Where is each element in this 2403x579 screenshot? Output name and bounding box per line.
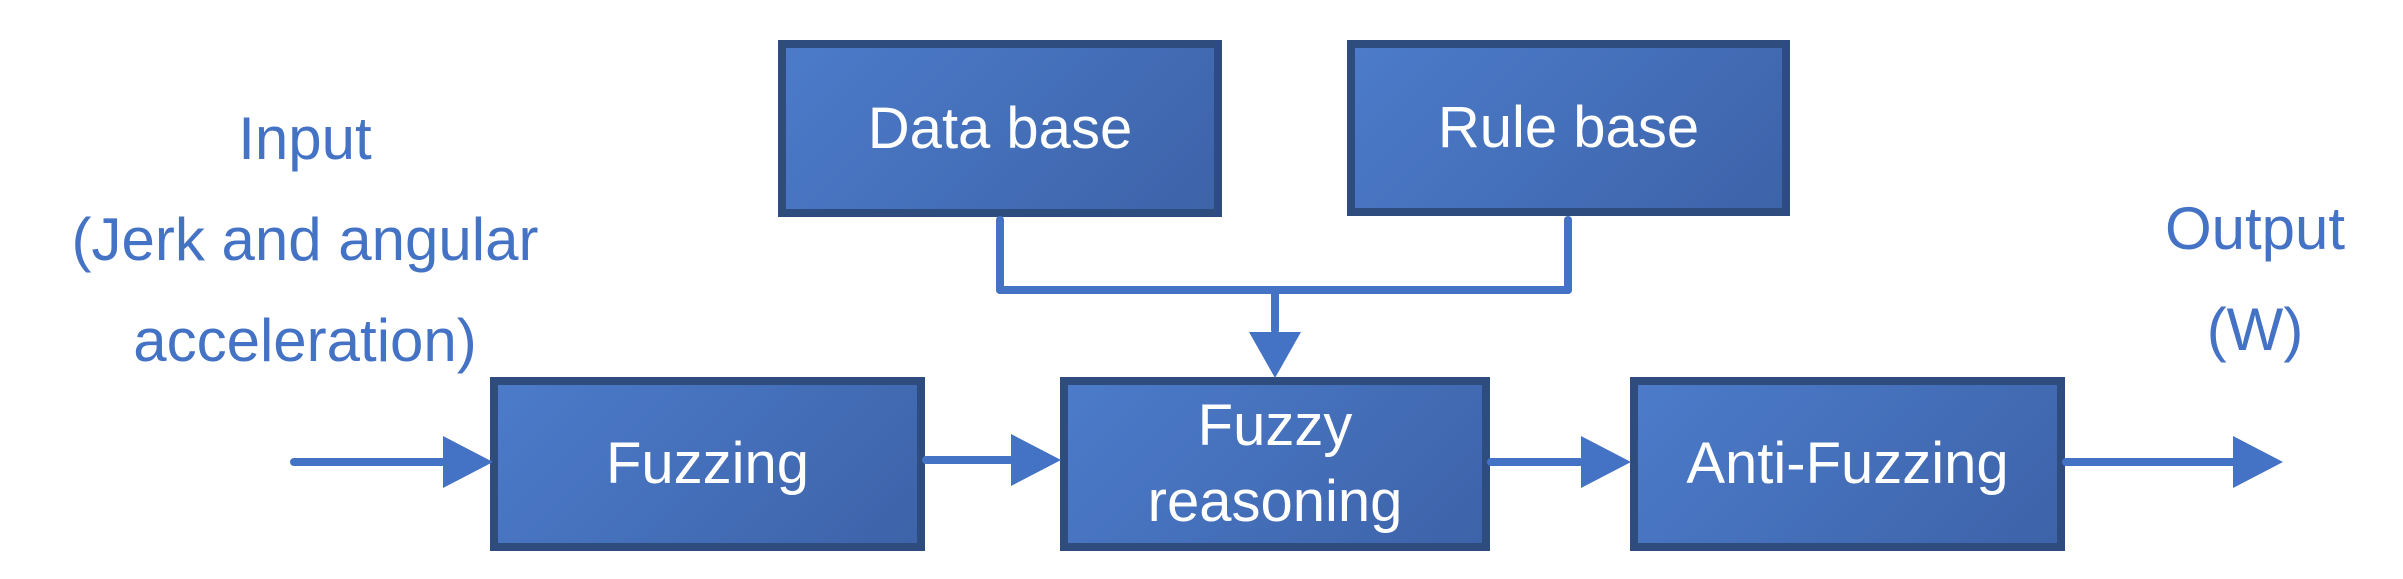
output-label-line1: Output [2164,195,2346,262]
connector-data-base-drop [996,216,1004,294]
fuzzy-reasoning-to-anti-fuzzing-arrowhead-icon [1581,436,1631,488]
output-arrowhead-icon [2233,436,2283,488]
fuzzy-reasoning-to-anti-fuzzing-line [1487,458,1584,466]
node-fuzzing: Fuzzing [490,377,925,551]
node-anti-fuzzing-label: Anti-Fuzzing [1686,431,2009,496]
connector-junction-line [996,286,1572,294]
node-fuzzing-label: Fuzzing [605,431,810,496]
node-anti-fuzzing: Anti-Fuzzing [1630,377,2065,551]
arrowhead-down-icon [1249,332,1301,378]
connector-rule-base-drop [1564,216,1572,294]
node-fuzzy-reasoning: Fuzzy reasoning [1060,377,1490,551]
input-arrowhead-icon [443,436,493,488]
input-label-line3: acceleration) [133,307,477,374]
node-rule-base-label: Rule base [1437,95,1700,160]
node-data-base: Data base [778,40,1222,217]
node-fuzzy-reasoning-label-line2: reasoning [1147,469,1403,534]
node-data-base-label: Data base [867,95,1133,161]
connector-to-fuzzy-reasoning [1271,288,1279,334]
fuzzing-to-fuzzy-reasoning-arrowhead-icon [1011,434,1061,486]
input-label: Input (Jerk and angular acceleration) [20,88,590,391]
node-rule-base: Rule base [1347,40,1790,216]
output-label-line2: (W) [2206,296,2304,363]
input-arrow-line [290,458,446,466]
output-arrow-line [2062,458,2237,466]
node-fuzzy-reasoning-label-line1: Fuzzy [1197,393,1353,458]
input-label-line2: (Jerk and angular [71,206,539,273]
input-label-line1: Input [238,105,372,172]
fuzzing-to-fuzzy-reasoning-line [922,456,1014,464]
output-label: Output (W) [2100,178,2403,380]
